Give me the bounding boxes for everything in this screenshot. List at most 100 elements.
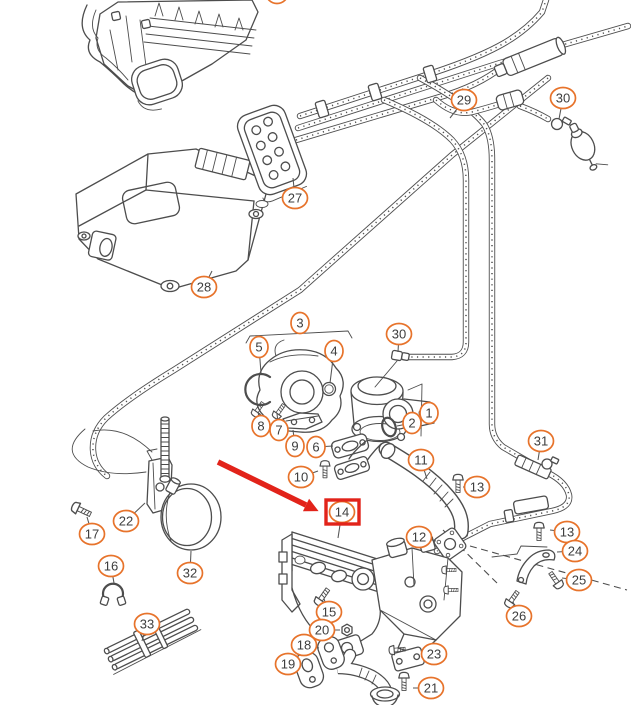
path-detail <box>92 429 153 453</box>
g-detail <box>514 454 552 480</box>
callout-circle <box>97 554 125 578</box>
hose-nut-30 <box>374 349 410 388</box>
vacuum-hose-middle <box>384 100 466 357</box>
path-detail <box>143 17 257 55</box>
ellipse-detail <box>99 237 113 257</box>
callout-25: 25 <box>561 568 593 592</box>
circle-detail <box>541 458 553 470</box>
ellipse-detail <box>294 555 306 565</box>
path-detail <box>371 694 399 705</box>
g-detail <box>503 508 515 524</box>
path-detail <box>71 428 147 475</box>
callout-circle <box>133 612 161 636</box>
callout-number: 31 <box>534 434 548 449</box>
bolt-10 <box>319 460 331 479</box>
callout-30-middle: 30 <box>385 322 413 353</box>
pipe-flange-12 <box>433 527 467 561</box>
callout-21: 21 <box>413 676 445 700</box>
circle-detail <box>360 461 367 468</box>
callout-circle <box>402 411 422 435</box>
callout-circle <box>269 418 289 442</box>
callout-14: 14 <box>324 498 361 539</box>
callout-3: 3 <box>290 311 310 335</box>
callout-number: 30 <box>392 327 406 342</box>
callout-circle <box>308 618 336 642</box>
callout-circle <box>420 642 448 666</box>
callout-number: 4 <box>330 344 337 359</box>
rect-detail <box>278 573 288 585</box>
callout-circle <box>527 429 555 453</box>
circle-detail <box>436 539 442 545</box>
vacuum-hose-bundle <box>296 0 628 140</box>
circle-detail <box>458 543 464 549</box>
hose-elbow <box>495 89 525 111</box>
path-detail <box>281 533 301 613</box>
callout-number: 28 <box>197 280 211 295</box>
callout-32: 32 <box>176 550 204 585</box>
callout-11: 11 <box>407 448 435 480</box>
circle-detail <box>263 116 274 127</box>
callout-24: 24 <box>556 539 589 563</box>
callout-number: 16 <box>104 559 118 574</box>
circle-detail <box>351 567 375 591</box>
circle-detail <box>308 416 316 424</box>
manifold-flange-wing <box>278 533 301 613</box>
ellipse-detail <box>301 658 314 673</box>
ellipse-detail <box>103 647 110 655</box>
air-filter-housing <box>81 0 259 111</box>
callout-circle <box>285 434 305 458</box>
callout-26: 26 <box>505 601 533 628</box>
callout-circle <box>274 652 302 676</box>
circle-detail <box>334 446 341 453</box>
rect-detail <box>422 64 438 84</box>
ellipse-detail <box>357 376 397 396</box>
callout-number: 29 <box>457 93 471 108</box>
highlight-box <box>324 498 361 526</box>
path-detail <box>154 2 244 31</box>
ellipse-detail <box>255 200 269 208</box>
rect-detail <box>278 551 288 563</box>
callout-number: 8 <box>257 419 264 434</box>
bolt-21 <box>398 671 410 692</box>
callout-number: 14 <box>335 505 349 520</box>
callout-number: 20 <box>315 623 329 638</box>
circle-detail <box>550 117 564 131</box>
callout-number: 26 <box>512 609 526 624</box>
clamp-16 <box>99 582 127 606</box>
callout-circle <box>287 465 315 489</box>
ecm-module <box>75 147 269 293</box>
callout-circle <box>565 568 593 592</box>
callout-19: 19 <box>274 652 302 676</box>
callout-circle <box>450 88 478 112</box>
throttle-valve-assembly <box>244 330 353 433</box>
bolt-25 <box>545 569 566 592</box>
callout-10: 10 <box>287 465 319 489</box>
path-detail <box>137 100 162 111</box>
callout-number: 24 <box>568 544 582 559</box>
path-detail <box>269 354 319 363</box>
callout-number: 13 <box>560 525 574 540</box>
ellipse-detail <box>77 231 91 241</box>
rect-detail <box>391 646 425 672</box>
circle-detail <box>323 642 335 653</box>
callout-number: 30 <box>556 91 570 106</box>
callout-30-top-right: 30 <box>549 86 577 120</box>
ellipse-detail <box>380 443 396 459</box>
circle-detail <box>396 432 406 442</box>
use-detail <box>384 100 466 357</box>
housing-clip <box>110 10 122 22</box>
arrow-shaft <box>216 459 308 508</box>
ellipse-detail <box>359 423 401 441</box>
ellipse-detail <box>344 462 360 474</box>
callout-number: 17 <box>85 527 99 542</box>
rect-detail <box>561 116 572 126</box>
ellipse-detail <box>589 163 598 171</box>
path-detail <box>146 448 158 461</box>
ellipse-detail <box>376 689 394 699</box>
path-detail <box>285 415 319 422</box>
path-detail <box>491 545 548 558</box>
callout-29: 29 <box>449 88 478 119</box>
callout-circle <box>463 475 491 499</box>
rect-detail <box>493 63 508 78</box>
circle-detail <box>423 599 433 609</box>
